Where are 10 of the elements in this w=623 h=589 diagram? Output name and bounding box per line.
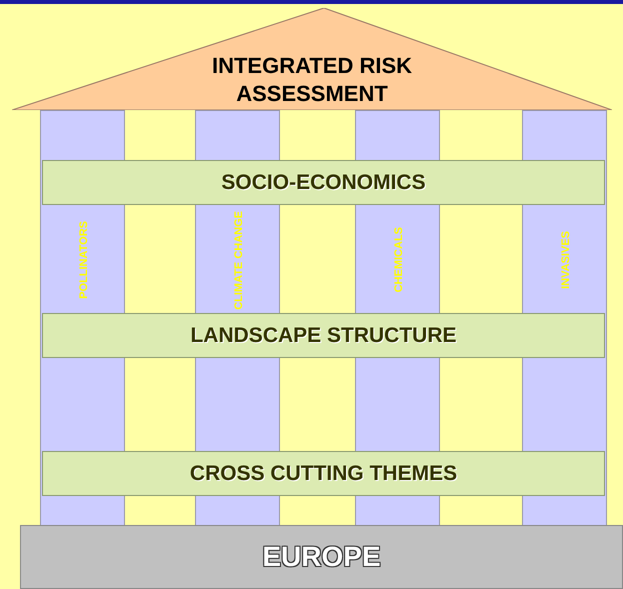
pillar-label: CHEMICALS [392,227,404,293]
pillar-label: INVASIVES [560,231,572,289]
theme-band: CROSS CUTTING THEMES [42,451,605,496]
pillar-label: POLLINATORS [78,221,90,299]
foundation-block: EUROPE [20,525,623,589]
theme-band: SOCIO-ECONOMICS [42,160,605,205]
pillar-label: CLIMATE CHANGE [232,210,244,310]
pediment [12,8,612,110]
theme-band: LANDSCAPE STRUCTURE [42,313,605,358]
roof-title: INTEGRATED RISK ASSESSMENT [210,52,414,108]
